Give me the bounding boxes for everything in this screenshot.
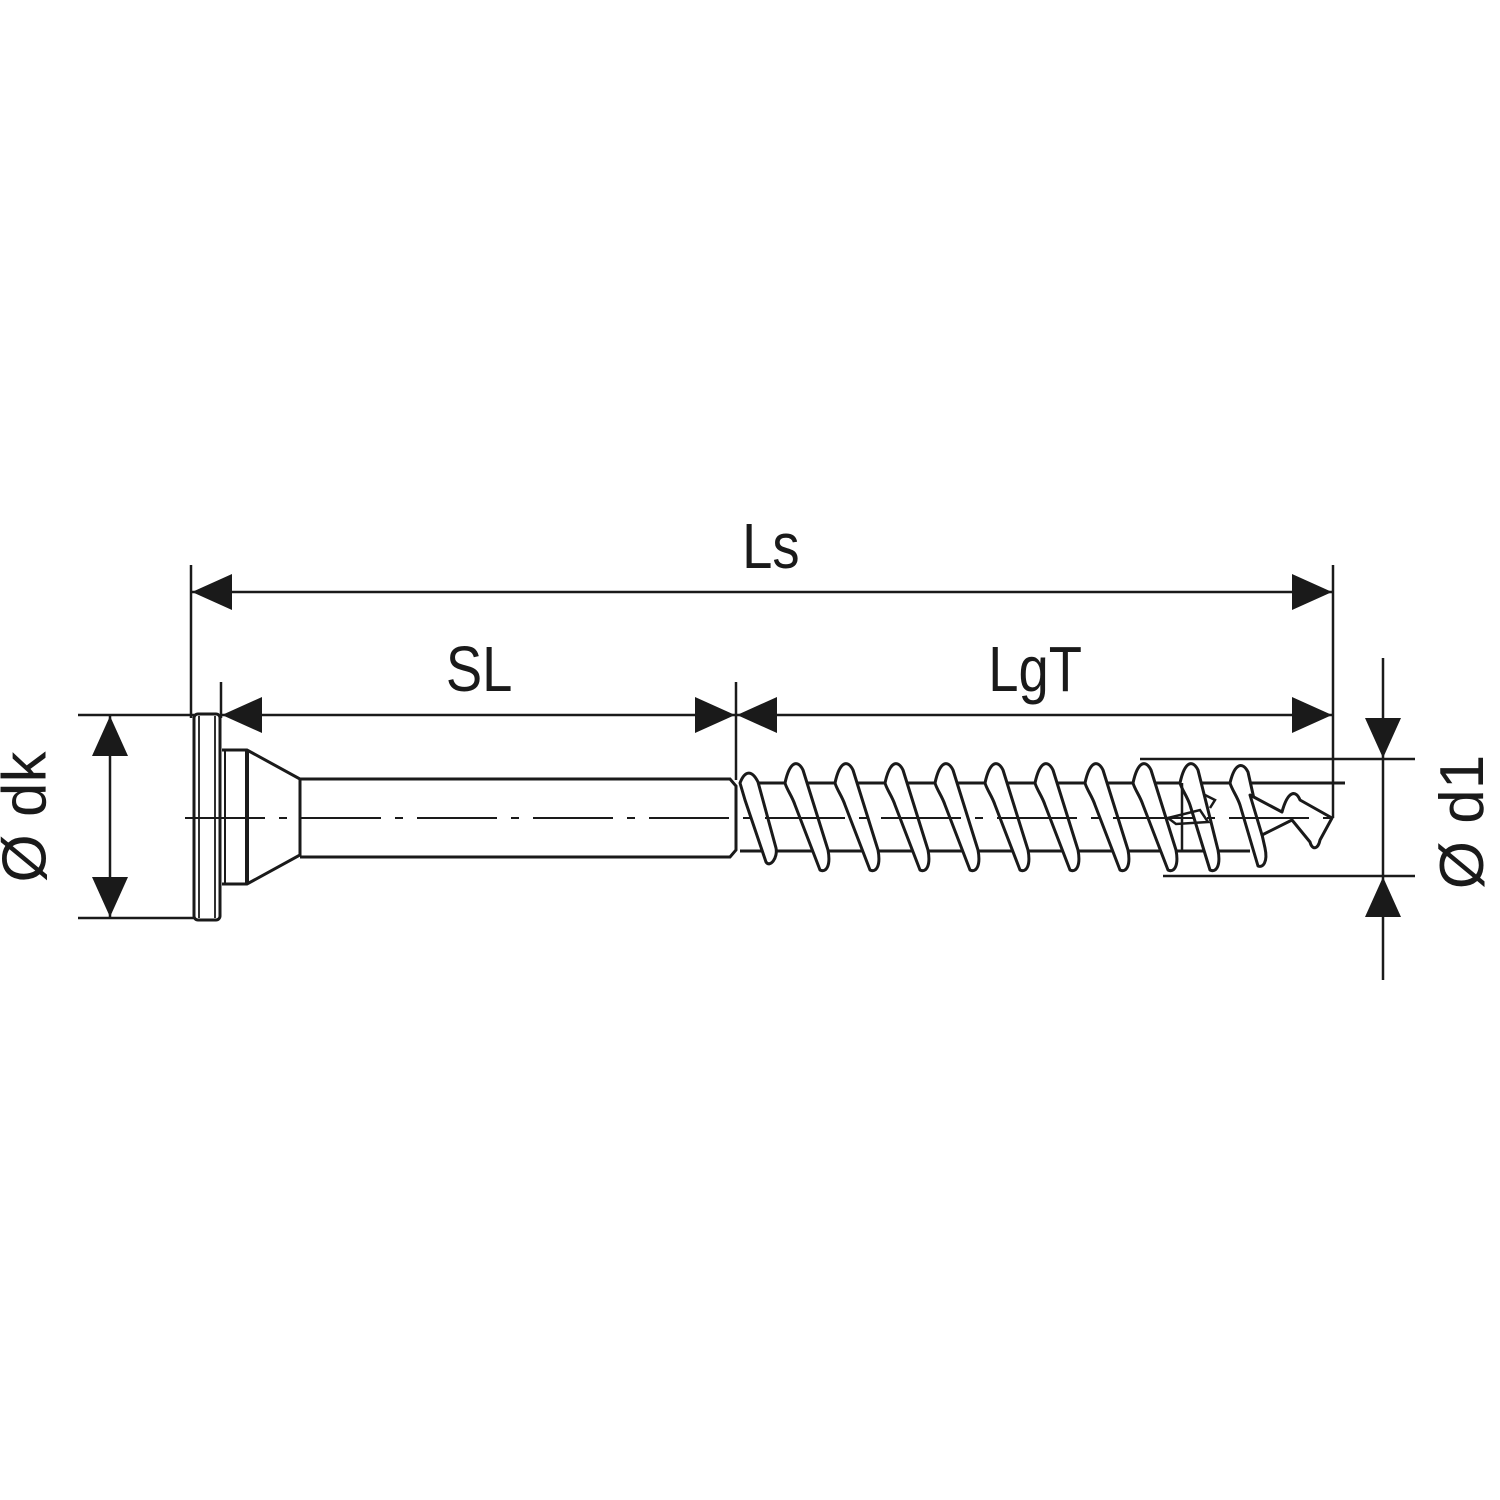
screw-head-countersink	[222, 748, 302, 886]
label-lgt: LgT	[988, 633, 1083, 705]
label-d1: Ø d1	[1428, 754, 1498, 890]
label-sl: SL	[445, 633, 513, 705]
label-dk: Ø dk	[0, 751, 60, 883]
label-ls: Ls	[742, 510, 800, 582]
screw-shank	[300, 777, 738, 859]
